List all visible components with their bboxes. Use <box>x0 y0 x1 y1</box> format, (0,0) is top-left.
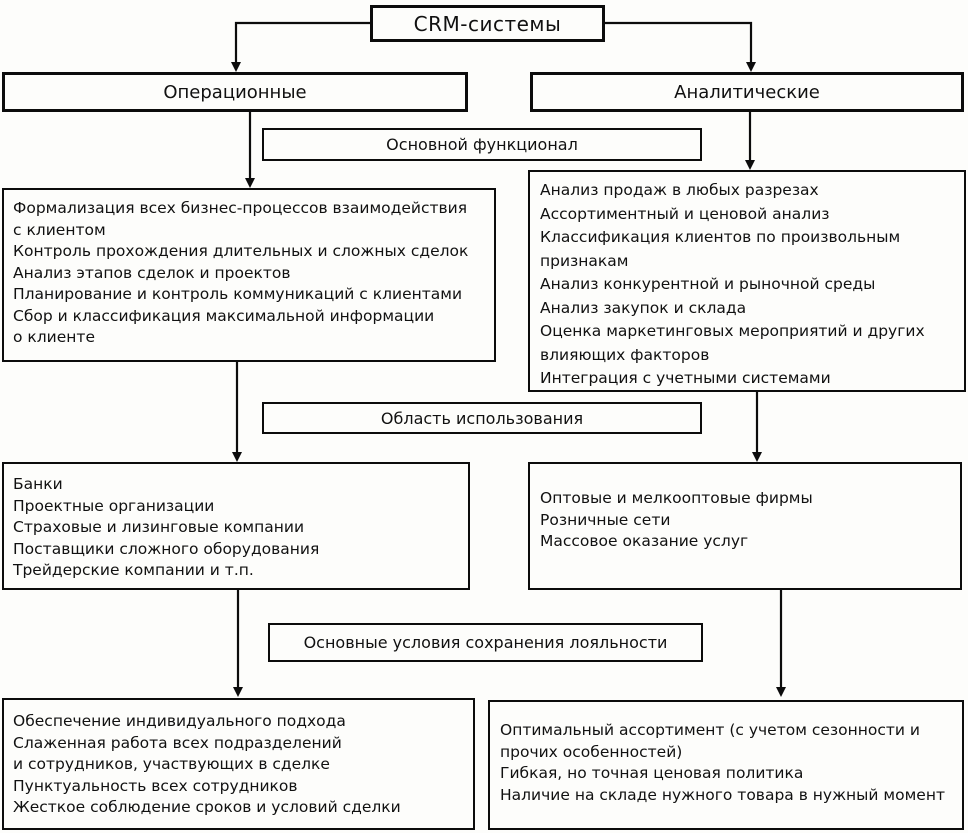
loyalty-right-box: Оптимальный ассортимент (с учетом сезонн… <box>488 700 964 830</box>
functional-left-box: Формализация всех бизнес-процессов взаим… <box>2 188 496 362</box>
section-label-loyalty: Основные условия сохранения лояльности <box>268 623 703 662</box>
section-label-functional: Основной функционал <box>262 128 702 161</box>
branch-operational-box: Операционные <box>2 72 468 112</box>
branch-analytical-label: Аналитические <box>674 81 820 103</box>
crm-root-box: CRM-системы <box>370 5 605 42</box>
usage-left-box: Банки Проектные организации Страховые и … <box>2 462 470 590</box>
loyalty-left-box: Обеспечение индивидуального подхода Слаж… <box>2 698 475 830</box>
branch-analytical-box: Аналитические <box>530 72 964 112</box>
section-label-usage-text: Область использования <box>380 408 584 428</box>
section-label-functional-text: Основной функционал <box>386 135 578 154</box>
branch-operational-label: Операционные <box>163 81 307 103</box>
connector-crm-to-analytical <box>605 21 756 72</box>
section-label-loyalty-text: Основные условия сохранения лояльности <box>303 633 668 652</box>
crm-root-label: CRM-системы <box>413 11 562 36</box>
section-label-usage: Область использования <box>262 402 702 434</box>
usage-right-box: Оптовые и мелкооптовые фирмы Розничные с… <box>528 462 962 590</box>
functional-right-box: Анализ продаж в любых разрезах Ассортиме… <box>528 170 966 392</box>
connector-crm-to-operational <box>231 21 370 72</box>
